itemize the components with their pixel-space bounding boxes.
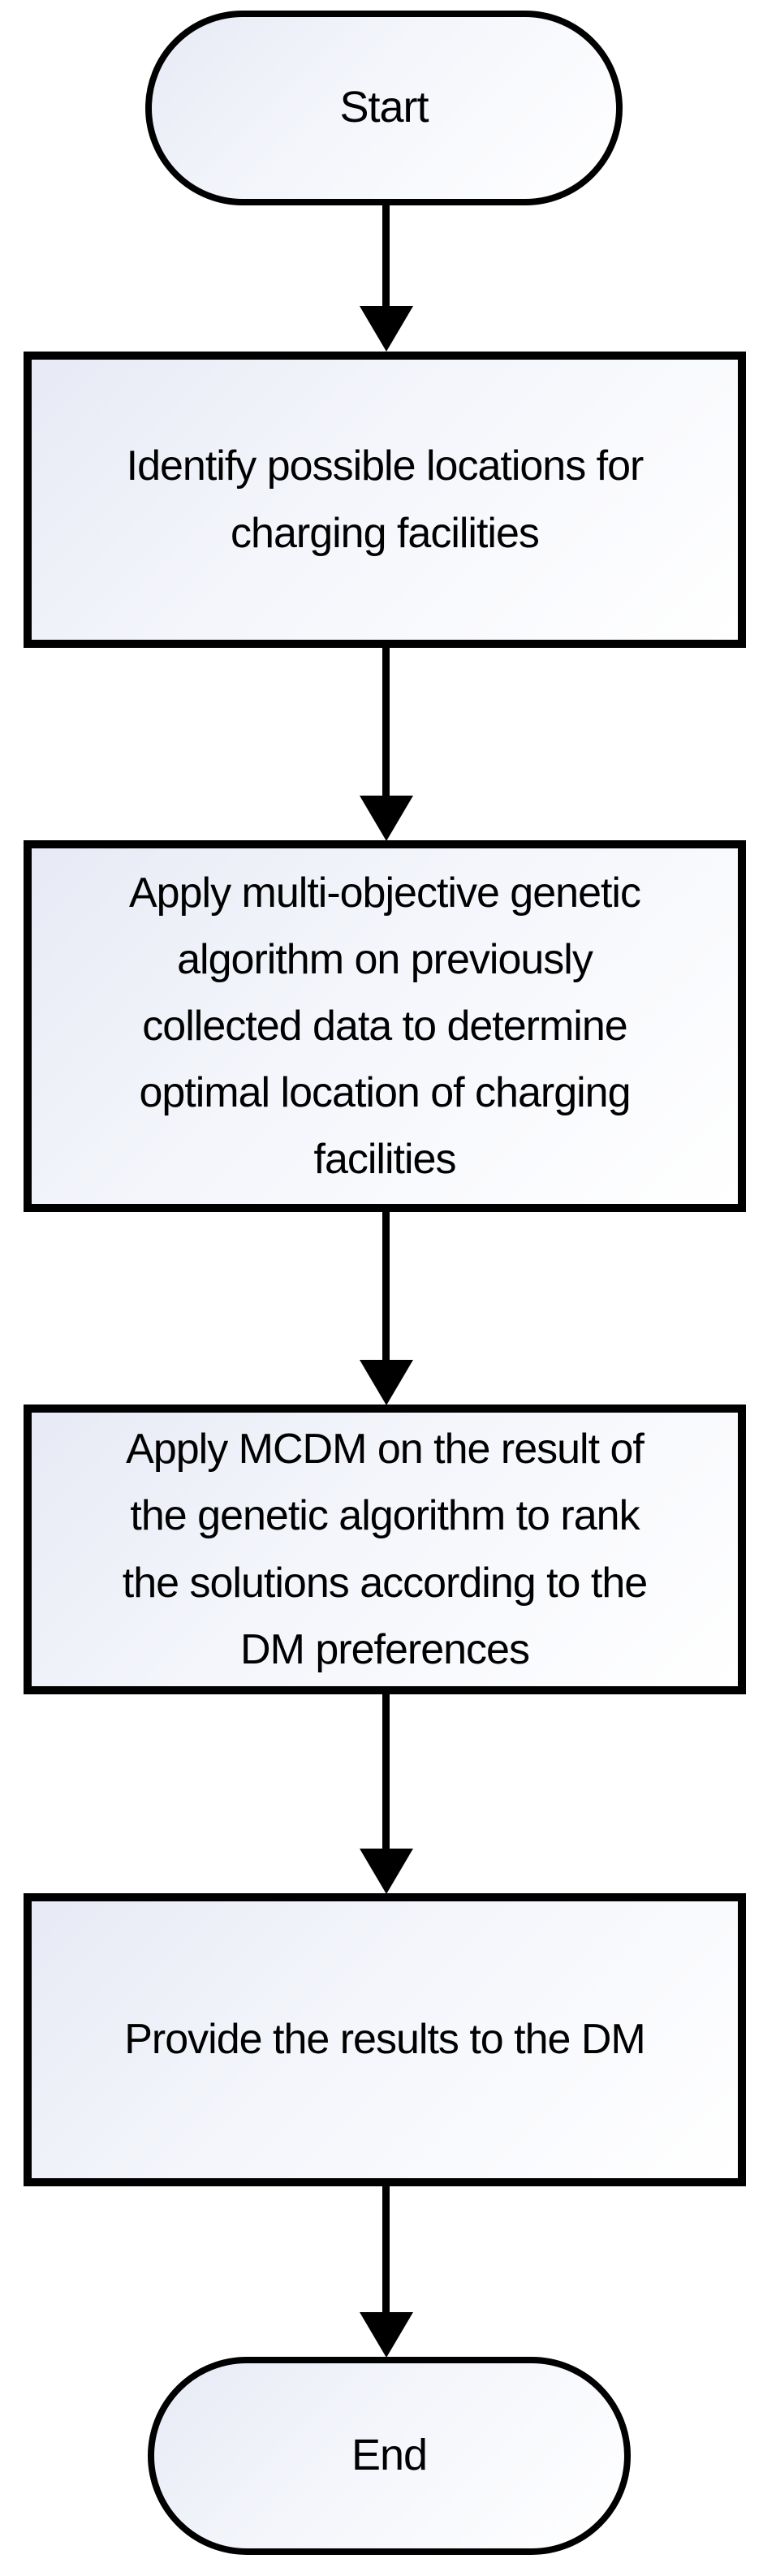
connector-ga-to-mcdm: [382, 1212, 390, 1360]
process-provide-results: Provide the results to the DM: [24, 1893, 746, 2186]
arrowhead-down-icon: [360, 1360, 413, 1405]
arrowhead-down-icon: [360, 1849, 413, 1894]
process-provide-results-label: Provide the results to the DM: [124, 2016, 646, 2064]
start-terminator: Start: [145, 11, 623, 205]
end-label: End: [351, 2431, 428, 2480]
process-genetic-algorithm-label: Apply multi-objective genetic algorithm …: [129, 869, 641, 1184]
process-identify-locations-label: Identify possible locations for charging…: [126, 442, 645, 557]
end-terminator: End: [148, 2357, 631, 2555]
process-genetic-algorithm: Apply multi-objective genetic algorithm …: [24, 840, 746, 1212]
connector-mcdm-to-provide: [382, 1694, 390, 1849]
connector-identify-to-ga: [382, 648, 390, 796]
start-label: Start: [339, 83, 429, 132]
process-identify-locations: Identify possible locations for charging…: [24, 352, 746, 648]
connector-provide-to-end: [382, 2186, 390, 2312]
process-apply-mcdm-label: Apply MCDM on the result of the genetic …: [122, 1426, 648, 1673]
arrowhead-down-icon: [360, 796, 413, 841]
arrowhead-down-icon: [360, 2312, 413, 2358]
connector-start-to-identify: [382, 205, 390, 306]
process-apply-mcdm: Apply MCDM on the result of the genetic …: [24, 1405, 746, 1694]
arrowhead-down-icon: [360, 306, 413, 352]
